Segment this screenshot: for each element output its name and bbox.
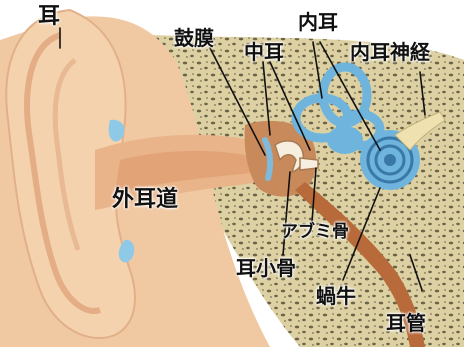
label-inner-ear-nerve: 内耳神経	[350, 42, 430, 62]
label-cochlea: 蝸牛	[316, 286, 356, 306]
label-eustachian-tube: 耳管	[386, 313, 426, 333]
label-ear: 耳	[38, 6, 60, 28]
label-inner-ear: 内耳	[298, 12, 338, 32]
vestibule	[327, 126, 363, 154]
label-middle-ear: 中耳	[244, 42, 284, 62]
label-stapes: アブミ骨	[281, 224, 349, 241]
label-ear-canal: 外耳道	[112, 189, 178, 211]
label-ossicles: 耳小骨	[236, 258, 296, 278]
label-eardrum: 鼓膜	[174, 28, 214, 48]
